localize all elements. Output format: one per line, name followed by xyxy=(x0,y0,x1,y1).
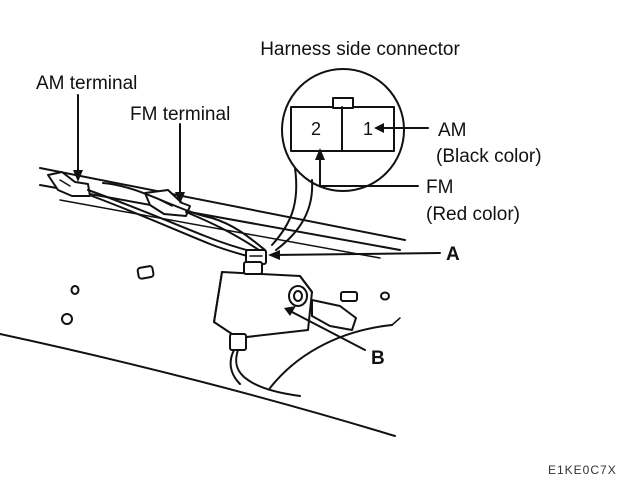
part-b-label: B xyxy=(371,348,385,369)
part-a-label: A xyxy=(446,244,460,265)
callout-title: Harness side connector xyxy=(260,39,460,60)
panel-holes xyxy=(61,265,390,325)
figure-code: E1KE0C7X xyxy=(548,463,617,477)
antenna-cable-harness xyxy=(47,171,267,265)
fm-terminal-label: FM terminal xyxy=(130,104,230,125)
connector-callout: 2 1 xyxy=(271,68,405,251)
am-color-label: (Black color) xyxy=(436,146,542,167)
leader-lines xyxy=(73,94,441,351)
fm-color-label: (Red color) xyxy=(426,204,520,225)
amplifier-unit xyxy=(213,261,357,397)
fm-label: FM xyxy=(426,177,453,198)
connector-latch xyxy=(332,97,354,109)
connector-pin-1: 1 xyxy=(363,119,373,139)
am-label: AM xyxy=(438,120,467,141)
body-panel-outline xyxy=(0,167,406,437)
am-terminal-label: AM terminal xyxy=(36,73,137,94)
connector-pin-2: 2 xyxy=(311,119,321,139)
